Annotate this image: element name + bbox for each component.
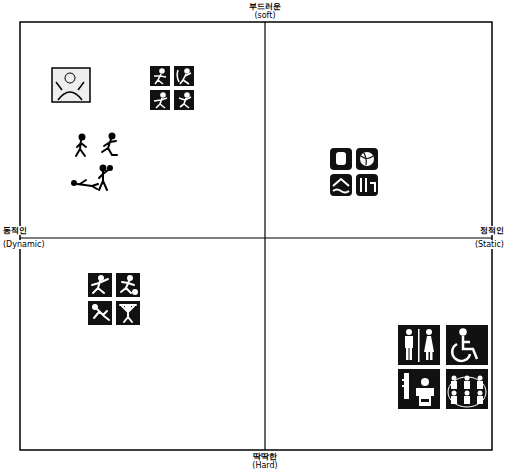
axis-label-top: 부드러운: [248, 2, 282, 11]
axis-label-right: 정적인: [479, 226, 505, 235]
axis-label-left: 동적인: [2, 226, 28, 235]
horizontal-axis: [20, 237, 492, 238]
sport-icons-hard-dynamic: [88, 273, 140, 325]
frame: [20, 22, 492, 450]
vertical-axis: [264, 22, 265, 450]
facility-icons-hard-static: [398, 325, 488, 409]
framed-figure: [52, 68, 90, 102]
axis-label-top-en: (soft): [253, 11, 276, 20]
axis-label-right-en: (Static): [474, 240, 505, 249]
axis-label-bottom-en: (Hard): [251, 461, 278, 470]
sport-icons-soft-dynamic: [150, 66, 194, 110]
axis-label-left-en: (Dynamic): [2, 240, 46, 249]
stick-figures: [72, 134, 117, 191]
axis-label-bottom: 딱딱한: [252, 452, 278, 461]
sport-icons-soft-static: [330, 148, 378, 196]
